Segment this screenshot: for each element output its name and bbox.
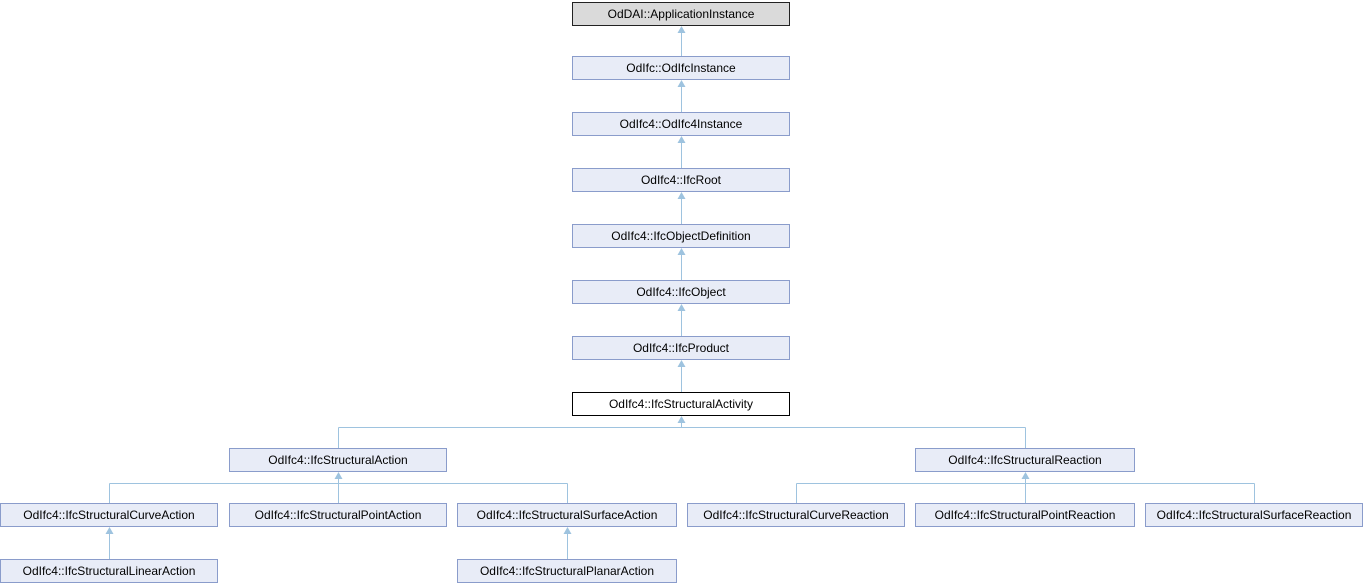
class-node-ifc-structural-surface-reaction[interactable]: OdIfc4::IfcStructuralSurfaceReaction	[1145, 503, 1363, 527]
arrowhead-ifc-structural-curve-action	[105, 527, 114, 534]
class-node-odifc-instance[interactable]: OdIfc::OdIfcInstance	[572, 56, 790, 80]
arrowhead-ifc-structural-activity	[677, 416, 686, 423]
arrowhead-ifc-product	[677, 360, 686, 367]
class-node-app-instance[interactable]: OdDAI::ApplicationInstance	[572, 2, 790, 26]
class-node-ifc-structural-curve-reaction[interactable]: OdIfc4::IfcStructuralCurveReaction	[687, 503, 905, 527]
class-node-odifc4-instance[interactable]: OdIfc4::OdIfc4Instance	[572, 112, 790, 136]
arrowhead-ifc-object	[677, 304, 686, 311]
class-node-ifc-product[interactable]: OdIfc4::IfcProduct	[572, 336, 790, 360]
arrowhead-odifc4-instance	[677, 136, 686, 143]
class-node-ifc-structural-action[interactable]: OdIfc4::IfcStructuralAction	[229, 448, 447, 472]
class-node-ifc-structural-planar-action[interactable]: OdIfc4::IfcStructuralPlanarAction	[457, 559, 677, 583]
class-node-ifc-structural-point-action[interactable]: OdIfc4::IfcStructuralPointAction	[229, 503, 447, 527]
arrowhead-odifc-instance	[677, 80, 686, 87]
class-node-ifc-object-definition[interactable]: OdIfc4::IfcObjectDefinition	[572, 224, 790, 248]
class-node-ifc-structural-surface-action[interactable]: OdIfc4::IfcStructuralSurfaceAction	[457, 503, 677, 527]
arrowhead-ifc-structural-action	[334, 472, 343, 479]
arrowhead-ifc-object-definition	[677, 248, 686, 255]
class-node-ifc-structural-reaction[interactable]: OdIfc4::IfcStructuralReaction	[915, 448, 1135, 472]
class-node-ifc-root[interactable]: OdIfc4::IfcRoot	[572, 168, 790, 192]
class-node-ifc-structural-activity: OdIfc4::IfcStructuralActivity	[572, 392, 790, 416]
class-node-ifc-structural-curve-action[interactable]: OdIfc4::IfcStructuralCurveAction	[0, 503, 218, 527]
class-node-ifc-structural-point-reaction[interactable]: OdIfc4::IfcStructuralPointReaction	[915, 503, 1135, 527]
arrowhead-ifc-structural-reaction	[1021, 472, 1030, 479]
arrowhead-ifc-root	[677, 192, 686, 199]
arrowhead-app-instance	[677, 26, 686, 33]
arrowhead-ifc-structural-surface-action	[563, 527, 572, 534]
class-node-ifc-object[interactable]: OdIfc4::IfcObject	[572, 280, 790, 304]
class-node-ifc-structural-linear-action[interactable]: OdIfc4::IfcStructuralLinearAction	[0, 559, 218, 583]
